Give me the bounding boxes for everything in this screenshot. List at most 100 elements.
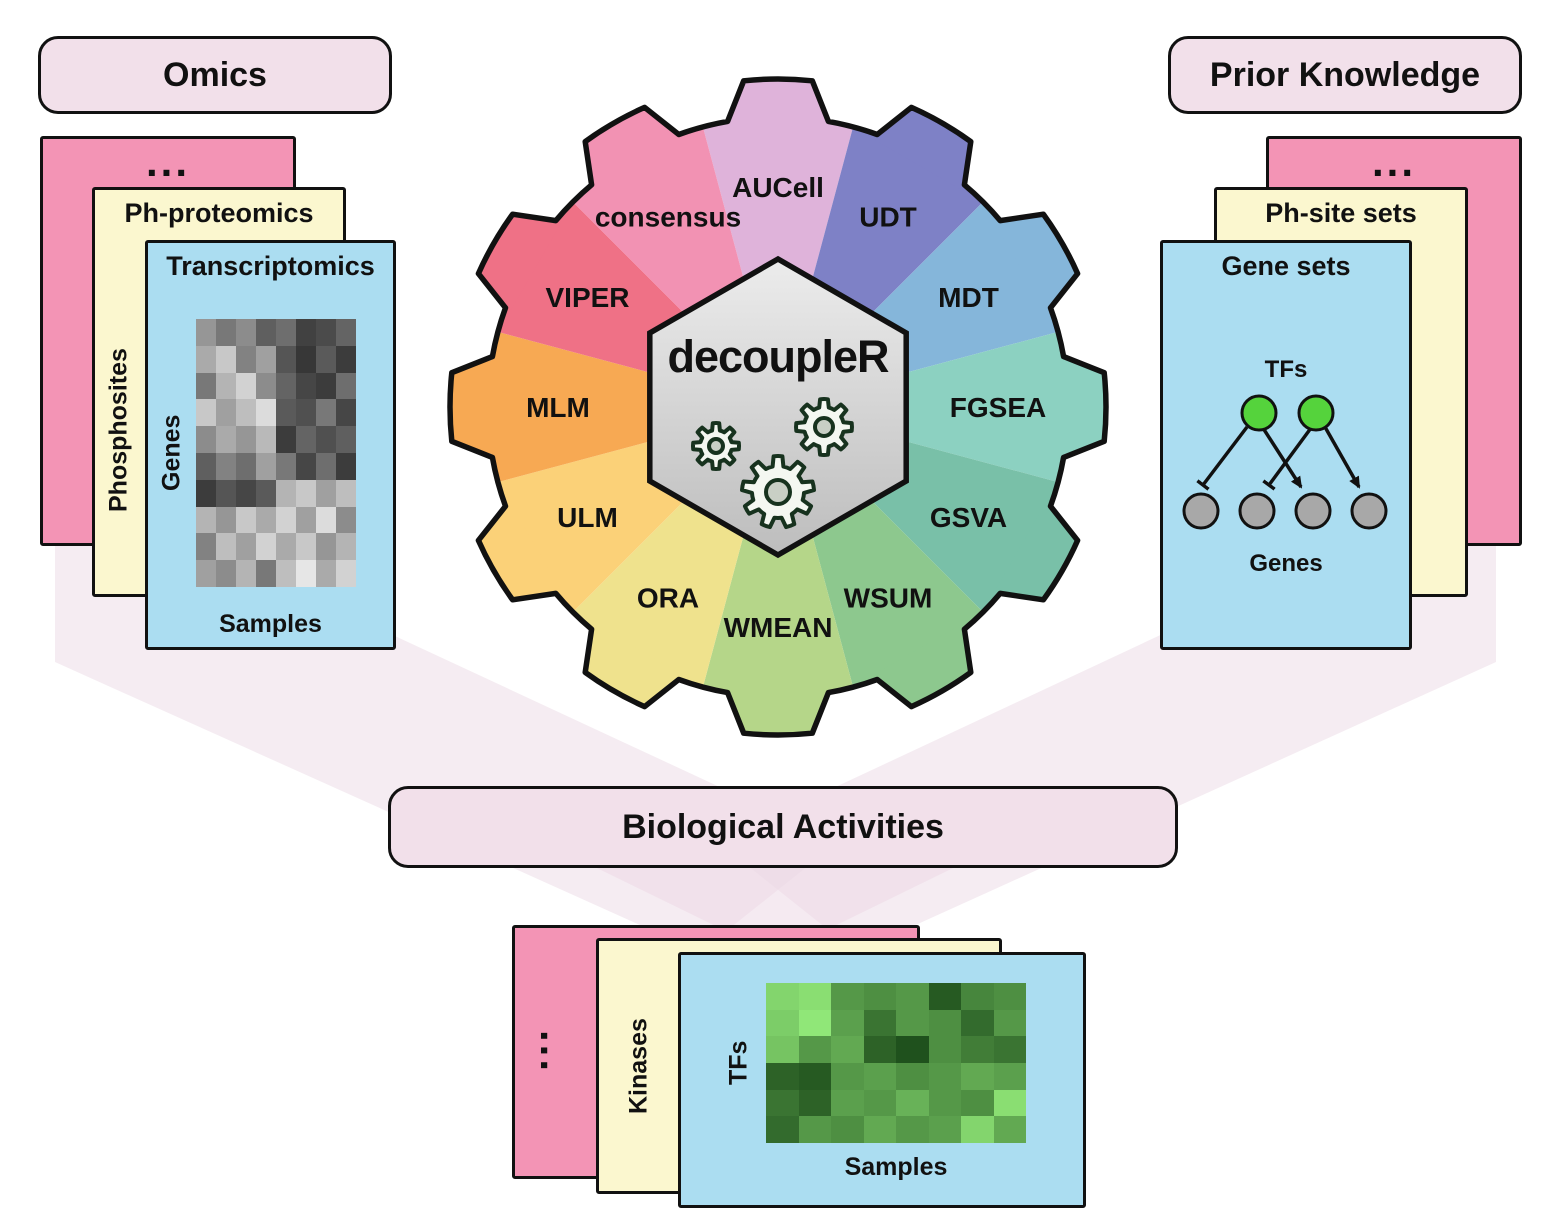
method-tooth-MLM <box>450 357 499 457</box>
heatmap-cell <box>336 506 356 534</box>
heatmap-cell <box>256 319 276 346</box>
method-tooth-MDT <box>995 214 1078 310</box>
transcriptomics-title: Transcriptomics <box>166 251 375 281</box>
method-label-ORA: ORA <box>637 583 699 614</box>
method-wedge-WMEAN <box>702 407 854 697</box>
heatmap-cell <box>928 1089 961 1117</box>
method-wedge-ULM <box>497 407 778 613</box>
heatmap-cell <box>316 426 336 453</box>
gear-icon <box>794 397 854 457</box>
heatmap-cell <box>336 345 356 373</box>
heatmap-cell <box>798 1116 831 1143</box>
heatmap-cell <box>256 452 276 480</box>
heatmap-cell <box>236 372 256 400</box>
heatmap-cell <box>196 452 216 480</box>
heatmap-cell <box>256 426 276 453</box>
heatmap-cell <box>256 399 276 427</box>
method-wedge-MLM <box>488 331 778 483</box>
heatmap-cell <box>276 372 296 400</box>
method-label-VIPER: VIPER <box>545 282 629 313</box>
heatmap-cell <box>256 533 276 561</box>
method-label-FGSEA: FGSEA <box>950 392 1046 423</box>
heatmap-cell <box>196 533 216 561</box>
heatmap-cell <box>336 479 356 507</box>
heatmap-cell <box>798 1009 831 1037</box>
gene-node <box>1350 492 1388 530</box>
heatmap-cell <box>316 372 336 400</box>
heatmap-cell <box>928 1009 961 1037</box>
heatmap-cell <box>336 452 356 480</box>
prior-knowledge-pill-label: Prior Knowledge <box>1209 55 1481 94</box>
heatmap-cell <box>766 1062 799 1090</box>
heatmap-cell <box>831 1036 864 1063</box>
heatmap-cell <box>766 1089 799 1117</box>
heatmap-cell <box>216 533 236 561</box>
prior-card-gene-sets: Gene sets TFs Genes <box>1160 240 1412 650</box>
method-tooth-WSUM <box>875 624 971 707</box>
method-wedge-MDT <box>778 201 1059 407</box>
heatmap-cell <box>256 479 276 507</box>
heatmap-cell <box>296 319 316 346</box>
heatmap-cell <box>316 506 336 534</box>
heatmap-cell <box>256 345 276 373</box>
heatmap-cell <box>276 452 296 480</box>
method-tooth-GSVA <box>995 504 1078 600</box>
activities-card-tfs: TFs Samples <box>678 952 1086 1208</box>
transcriptomics-heatmap <box>196 319 356 587</box>
heatmap-cell <box>216 345 236 373</box>
heatmap-cell <box>798 1062 831 1090</box>
heatmap-cell <box>196 372 216 400</box>
method-tooth-UDT <box>875 107 971 190</box>
heatmap-cell <box>831 1009 864 1037</box>
heatmap-cell <box>316 452 336 480</box>
hub-title: decoupleR <box>667 331 889 382</box>
heatmap-cell <box>296 452 316 480</box>
heatmap-cell <box>766 1036 799 1063</box>
heatmap-cell <box>276 399 296 427</box>
heatmap-cell <box>296 560 316 587</box>
method-wedge-VIPER <box>497 201 778 407</box>
gene-node <box>1182 492 1220 530</box>
method-wedge-consensus <box>572 126 778 408</box>
method-label-ULM: ULM <box>557 502 618 533</box>
method-tooth-ORA <box>585 624 681 707</box>
gear-icon <box>690 420 742 472</box>
heatmap-cell <box>216 560 236 587</box>
heatmap-cell <box>961 1009 994 1037</box>
heatmap-cell <box>798 1089 831 1117</box>
heatmap-cell <box>216 372 236 400</box>
heatmap-cell <box>863 1089 896 1117</box>
heatmap-cell <box>276 426 296 453</box>
heatmap-cell <box>256 560 276 587</box>
prior-more-label: ... <box>1371 138 1416 185</box>
heatmap-cell <box>256 506 276 534</box>
gene-node <box>1238 492 1276 530</box>
heatmap-cell <box>961 1062 994 1090</box>
heatmap-cell <box>196 426 216 453</box>
gene-node <box>1294 492 1332 530</box>
heatmap-cell <box>256 372 276 400</box>
method-wedge-FGSEA <box>778 331 1068 483</box>
phsite-sets-title: Ph-site sets <box>1265 198 1417 228</box>
heatmap-cell <box>896 1036 929 1063</box>
heatmap-cell <box>993 1116 1026 1143</box>
heatmap-cell <box>896 1062 929 1090</box>
heatmap-cell <box>863 983 896 1010</box>
heatmap-cell <box>236 560 256 587</box>
heatmap-cell <box>831 1062 864 1090</box>
activation-edge <box>1323 426 1361 489</box>
hexagon-shape <box>647 255 909 559</box>
method-label-WSUM: WSUM <box>844 583 933 614</box>
methods-gear: AUCellUDTMDTFGSEAGSVAWSUMWMEANORAULMMLMV… <box>447 76 1109 738</box>
heatmap-cell <box>336 560 356 587</box>
tf-gene-network: TFs Genes <box>1182 356 1388 577</box>
heatmap-cell <box>316 399 336 427</box>
heatmap-cell <box>928 1062 961 1090</box>
heatmap-cell <box>896 1009 929 1037</box>
heatmap-cell <box>216 319 236 346</box>
heatmap-cell <box>831 1116 864 1143</box>
heatmap-cell <box>928 983 961 1010</box>
heatmap-cell <box>216 399 236 427</box>
heatmap-cell <box>336 372 356 400</box>
